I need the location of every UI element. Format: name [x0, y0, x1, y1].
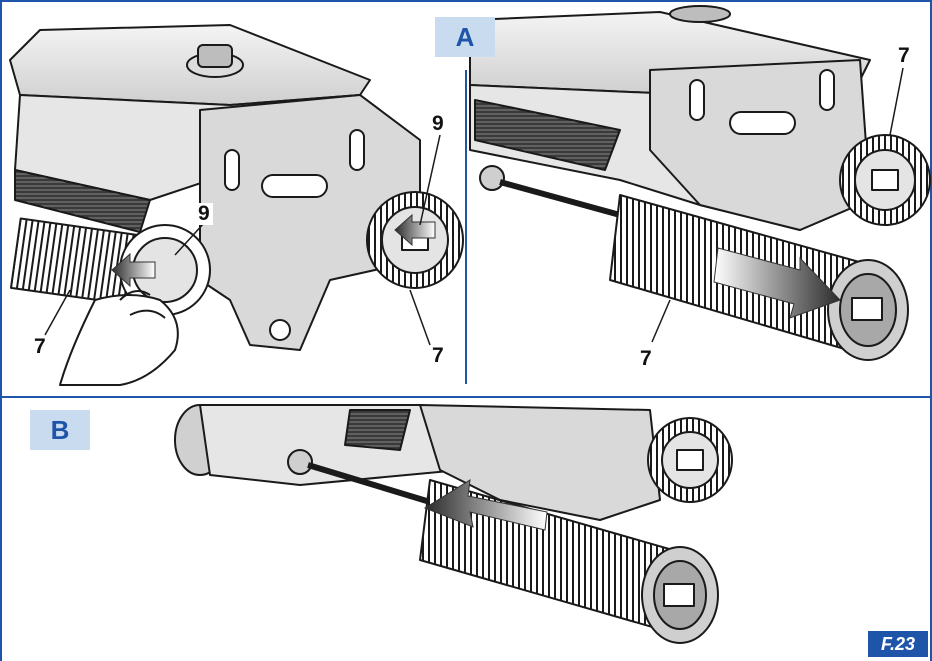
callout-7-right-top: 7 [898, 44, 910, 67]
panel-b-illustration [174, 404, 733, 644]
panel-b-tag: B [30, 410, 90, 450]
panel-a-left-arrow-right-brush [394, 213, 436, 247]
panel-a-right-arrow [713, 247, 841, 319]
callout-9-mid: 9 [195, 203, 213, 225]
panel-a-tag: A [435, 17, 495, 57]
panel-a-left-illustration [9, 24, 464, 386]
panel-a-left-arrow-left [111, 252, 156, 288]
callout-leaders [44, 67, 904, 346]
panel-a-right-illustration [469, 5, 931, 361]
panel-b-arrow [423, 479, 548, 531]
callout-7-left: 7 [34, 335, 46, 358]
callout-9-top: 9 [432, 112, 444, 135]
callout-7-right-bottom: 7 [640, 347, 652, 370]
figure-id-badge: F.23 [868, 631, 928, 657]
callout-7-left-right: 7 [432, 344, 444, 367]
